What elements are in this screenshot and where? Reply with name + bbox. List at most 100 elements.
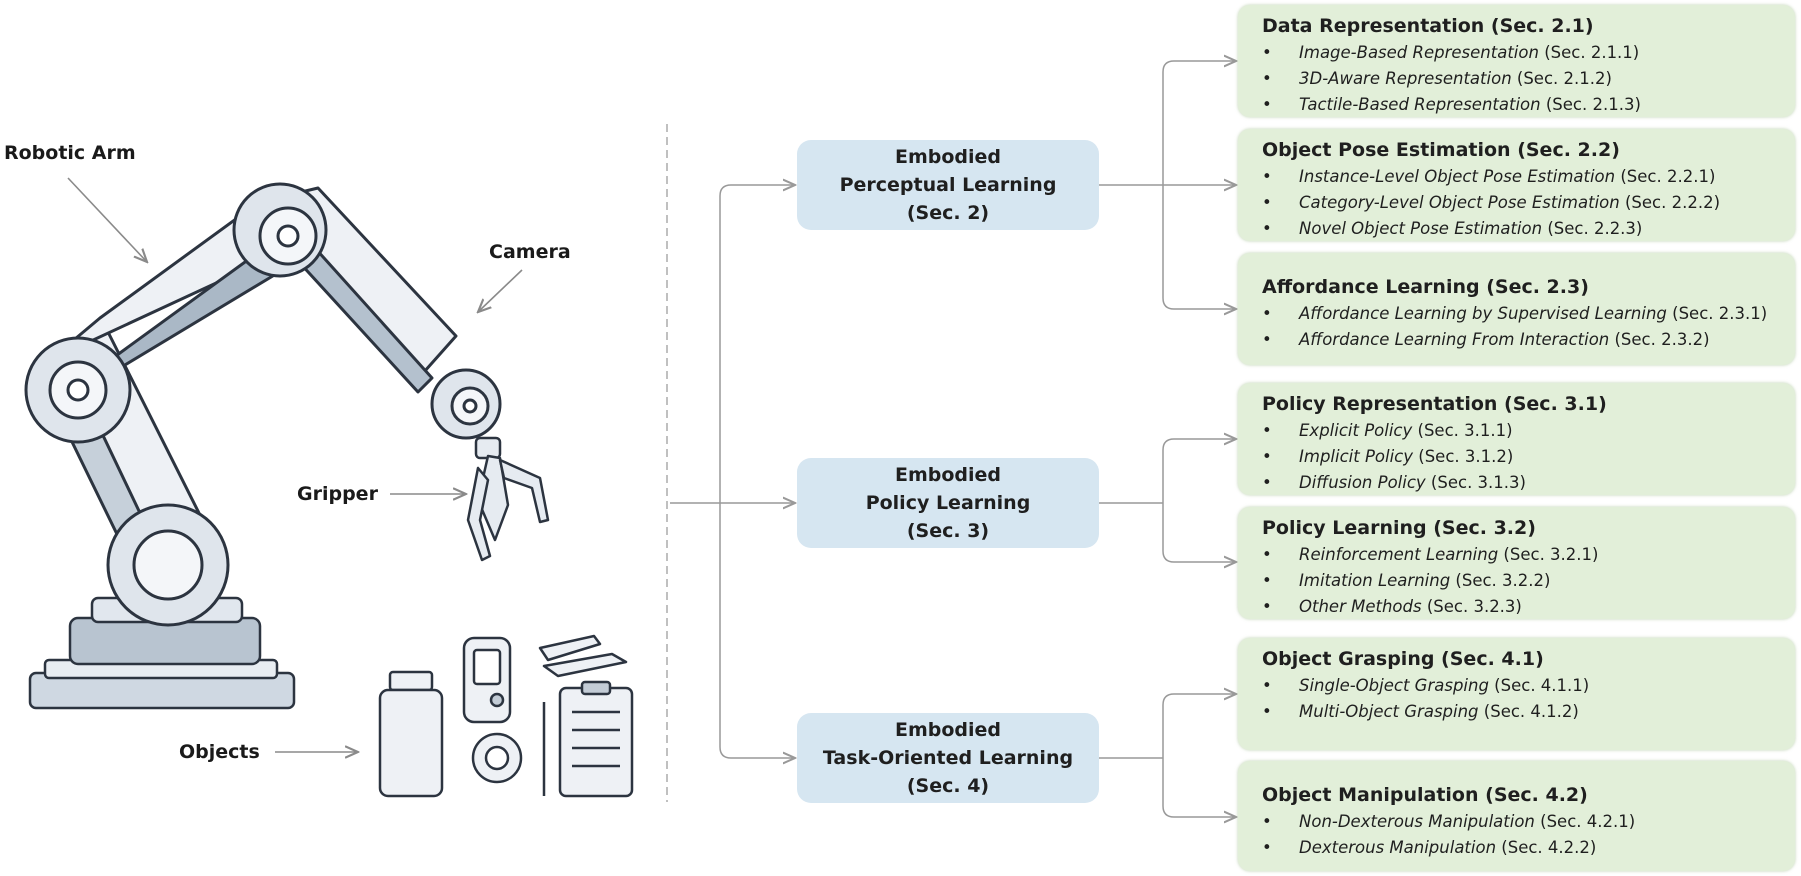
subsection-box-object-pose-estimation: Object Pose Estimation (Sec. 2.2) •Insta… (1238, 129, 1795, 241)
subsection-item: •Reinforcement Learning (Sec. 3.2.1) (1262, 542, 1795, 568)
item-topic: Imitation Learning (1299, 571, 1451, 590)
item-ref: (Sec. 3.2.3) (1421, 597, 1522, 616)
bullet-icon: • (1262, 193, 1272, 212)
camera-label: Camera (489, 241, 571, 263)
item-topic: Other Methods (1299, 597, 1422, 616)
item-ref: (Sec. 4.1.1) (1488, 676, 1590, 695)
item-topic: Explicit Policy (1299, 421, 1413, 440)
bullet-icon: • (1262, 447, 1272, 466)
subsection-box-policy-representation: Policy Representation (Sec. 3.1) • Explic… (1238, 383, 1795, 495)
section-line: Embodied (894, 464, 1002, 486)
bullet-icon: • (1262, 812, 1272, 831)
item-ref: (Sec. 2.1.2) (1511, 69, 1612, 88)
item-ref: (Sec. 4.1.2) (1478, 702, 1579, 721)
section-line: Embodied (894, 719, 1002, 741)
bullet-icon: • (1262, 702, 1272, 721)
bullet-icon: • (1262, 330, 1272, 349)
connector-root-trunk (719, 184, 732, 759)
item-topic: Diffusion Policy (1299, 473, 1426, 492)
figure-label-arrows (67, 177, 523, 752)
gripper-label: Gripper (297, 483, 378, 505)
bullet-icon: • (1262, 69, 1272, 88)
item-topic: Instance-Level Object Pose Estimation (1299, 167, 1616, 186)
section-line: (Sec. 3) (906, 520, 990, 542)
item-topic: Category-Level Object Pose Estimation (1299, 193, 1620, 212)
subsection-item: • Novel Object Pose Estimation (Sec. 2.2.… (1262, 216, 1795, 242)
subsection-title: Affordance Learning (Sec. 2.3) (1262, 276, 1589, 298)
subsection-title: Policy Representation (Sec. 3.1) (1262, 393, 1607, 415)
item-ref: (Sec. 3.1.2) (1413, 447, 1514, 466)
subsection-item: • Image-Based Representation (Sec. 2.1.1) (1262, 40, 1795, 66)
subsection-title: Object Grasping (Sec. 4.1) (1262, 648, 1544, 670)
subsection-item: • 3D-Aware Representation (Sec. 2.1.2) (1262, 66, 1795, 92)
item-ref: (Sec. 2.2.2) (1619, 193, 1721, 212)
subsection-item: •Imitation Learning (Sec. 3.2.2) (1262, 568, 1795, 594)
section-line: Policy Learning (865, 492, 1031, 514)
subsection-item: • Non-Dexterous Manipulation (Sec. 4.2.1) (1262, 809, 1795, 835)
connector-task-trunk (1162, 693, 1175, 818)
robot-arm-illustration (24, 177, 634, 798)
subsection-item: • Category-Level Object Pose Estimation (… (1262, 190, 1795, 216)
item-topic: Novel Object Pose Estimation (1299, 219, 1543, 238)
subsection-box-object-manipulation: Object Manipulation (Sec. 4.2) •Non-Dext… (1238, 761, 1795, 871)
item-ref: (Sec. 3.2.1) (1498, 545, 1599, 564)
robotic-arm-label: Robotic Arm (4, 142, 136, 164)
bullet-icon: • (1262, 597, 1272, 616)
item-topic: 3D-Aware Representation (1299, 69, 1512, 88)
connector-perceptual-trunk (1162, 60, 1175, 310)
item-ref: (Sec. 4.2.1) (1534, 812, 1636, 831)
subsection-item: • Instance-Level Object Pose Estimation (… (1262, 164, 1795, 190)
bullet-icon: • (1262, 95, 1272, 114)
item-topic: Multi-Object Grasping (1299, 702, 1479, 721)
item-topic: Image-Based Representation (1299, 43, 1539, 62)
section-box-policy-learning: Embodied Policy Learning (Sec. 3) (797, 458, 1099, 548)
section-line: (Sec. 4) (906, 775, 990, 797)
bullet-icon: • (1262, 421, 1272, 440)
subsection-box-object-grasping: Object Grasping (Sec. 4.1) • Single-Objec… (1238, 638, 1795, 750)
subsection-item: •Affordance Learning From Interaction (S… (1262, 327, 1795, 353)
item-topic: Affordance Learning by Supervised Learni… (1299, 304, 1667, 323)
item-ref: (Sec. 2.1.1) (1538, 43, 1640, 62)
robot-arm-joints (24, 182, 502, 627)
section-box-task-oriented-learning: Embodied Task-Oriented Learning (Sec. 4) (797, 713, 1099, 803)
subsection-title: Policy Learning (Sec. 3.2) (1262, 517, 1536, 539)
item-ref: (Sec. 2.1.3) (1540, 95, 1641, 114)
item-ref: (Sec. 2.3.1) (1666, 304, 1768, 323)
subsection-item: •Dexterous Manipulation (Sec. 4.2.2) (1262, 835, 1795, 861)
subsection-item: • Other Methods (Sec. 3.2.3) (1262, 594, 1795, 620)
objects-illustration (378, 634, 634, 798)
bullet-icon: • (1262, 43, 1272, 62)
subsection-item: • Diffusion Policy (Sec. 3.1.3) (1262, 470, 1795, 496)
item-ref: (Sec. 3.2.2) (1450, 571, 1551, 590)
subsection-box-affordance-learning: Affordance Learning (Sec. 2.3) •Affordan… (1238, 253, 1795, 365)
item-ref: (Sec. 3.1.3) (1425, 473, 1526, 492)
subsection-item: • Implicit Policy (Sec. 3.1.2) (1262, 444, 1795, 470)
subsection-title: Data Representation (Sec. 2.1) (1262, 15, 1594, 37)
item-topic: Non-Dexterous Manipulation (1299, 812, 1535, 831)
subsection-item: • Affordance Learning by Supervised Learn… (1262, 301, 1795, 327)
item-ref: (Sec. 2.2.3) (1542, 219, 1643, 238)
item-topic: Implicit Policy (1299, 447, 1414, 466)
connector-policy-trunk (1162, 438, 1175, 563)
subsection-box-policy-learning: Policy Learning (Sec. 3.2) •Reinforcemen… (1238, 507, 1795, 619)
section-line: (Sec. 2) (906, 202, 990, 224)
subsection-item: • Multi-Object Grasping (Sec. 4.1.2) (1262, 699, 1795, 725)
item-topic: Single-Object Grasping (1299, 676, 1489, 695)
gripper-icon (466, 436, 550, 562)
item-ref: (Sec. 3.1.1) (1412, 421, 1513, 440)
subsection-item: • Single-Object Grasping (Sec. 4.1.1) (1262, 673, 1795, 699)
section-line: Task-Oriented Learning (822, 747, 1074, 769)
bullet-icon: • (1262, 167, 1272, 186)
bullet-icon: • (1262, 676, 1272, 695)
item-ref: (Sec. 2.2.1) (1615, 167, 1716, 186)
bullet-icon: • (1262, 473, 1272, 492)
bullet-icon: • (1262, 219, 1272, 238)
subsection-item: • Tactile-Based Representation (Sec. 2.1.… (1262, 92, 1795, 118)
bullet-icon: • (1262, 545, 1272, 564)
bullet-icon: • (1262, 304, 1272, 323)
item-ref: (Sec. 2.3.2) (1609, 330, 1710, 349)
item-topic: Tactile-Based Representation (1299, 95, 1541, 114)
subsection-box-data-representation: Data Representation (Sec. 2.1) • Image-Ba… (1238, 5, 1795, 117)
